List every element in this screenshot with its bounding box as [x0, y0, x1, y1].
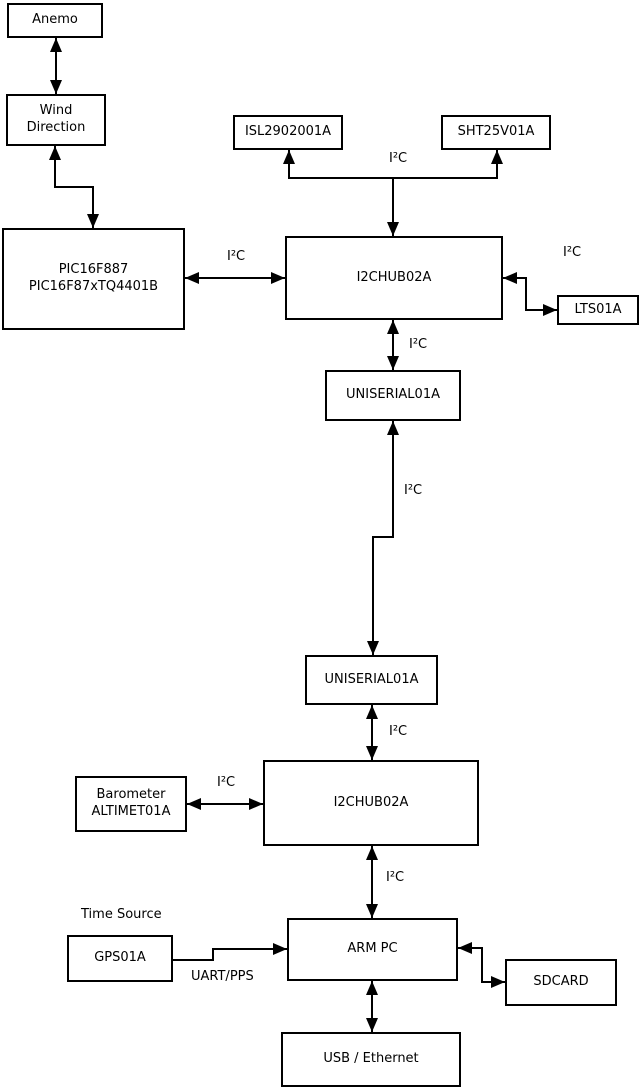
- node-uniserial-lower: UNISERIAL01A: [305, 655, 438, 705]
- label-i2c-uniserial-hub-lower: I²C: [389, 724, 408, 739]
- edge-bus-isl: [283, 150, 393, 179]
- node-sdcard: SDCARD: [505, 959, 617, 1006]
- node-pic-line: PIC16F887: [58, 262, 129, 278]
- node-label: Anemo: [32, 12, 78, 29]
- node-isl-line: ISL2902001A: [244, 124, 332, 140]
- edge-winddirection-pic: [49, 146, 99, 228]
- node-wind-direction-line: Direction: [26, 120, 86, 135]
- node-i2chub-bottom: I2CHUB02A: [263, 760, 479, 846]
- node-label: ARM PC: [347, 941, 397, 958]
- label-i2c-pic-link: I²C: [227, 249, 246, 264]
- node-i2chub-top-line: I2CHUB02A: [356, 269, 432, 285]
- node-label: LTS01A: [574, 302, 621, 319]
- label-i2c-hub-uniserial-upper: I²C: [409, 337, 428, 352]
- node-barometer-line: Barometer: [96, 787, 166, 803]
- label-i2c-uniserial-link: I²C: [404, 483, 423, 498]
- node-wind-direction-line: Wind: [39, 103, 73, 119]
- node-sdcard-line: SDCARD: [533, 974, 589, 990]
- node-isl: ISL2902001A: [233, 115, 343, 150]
- label-i2c-barometer-link: I²C: [217, 775, 236, 790]
- node-anemo: Anemo: [7, 3, 103, 38]
- label-time-source: Time Source: [81, 907, 162, 922]
- node-label: USB / Ethernet: [323, 1051, 418, 1068]
- edge-bus-sht: [393, 150, 503, 179]
- node-anemo-line: Anemo: [32, 12, 78, 28]
- node-label: UNISERIAL01A: [325, 672, 419, 689]
- node-label: I2CHUB02A: [334, 795, 409, 812]
- node-i2chub-bottom-line: I2CHUB02A: [333, 794, 409, 810]
- node-gps: GPS01A: [67, 935, 173, 982]
- edge-uniserialupper-uniseriallower: [367, 421, 399, 655]
- node-label: SHT25V01A: [458, 124, 535, 141]
- edge-gps-armpc: [173, 943, 287, 961]
- node-label: GPS01A: [94, 950, 146, 967]
- label-i2c-sensor-bus: I²C: [389, 151, 408, 166]
- node-label: UNISERIAL01A: [346, 387, 440, 404]
- label-i2c-lts-link: I²C: [563, 245, 582, 260]
- node-arm-pc: ARM PC: [287, 918, 458, 981]
- node-sht-line: SHT25V01A: [457, 124, 535, 140]
- node-label: ISL2902001A: [245, 124, 331, 141]
- node-usb-ethernet-line: USB / Ethernet: [323, 1051, 419, 1067]
- node-label: SDCARD: [533, 974, 588, 991]
- node-lts: LTS01A: [557, 295, 639, 325]
- node-uniserial-upper: UNISERIAL01A: [325, 370, 461, 421]
- label-uart-pps: UART/PPS: [191, 969, 254, 984]
- node-label: I2CHUB02A: [357, 270, 432, 287]
- node-sht: SHT25V01A: [441, 115, 551, 150]
- edge-armpc-sdcard: [458, 942, 505, 988]
- edge-i2chubtop-lts: [503, 272, 557, 316]
- node-uniserial-upper-line: UNISERIAL01A: [346, 387, 440, 403]
- node-pic-line: PIC16F87xTQ4401B: [28, 279, 159, 294]
- node-arm-pc-line: ARM PC: [347, 941, 398, 957]
- label-i2c-hub-armpc: I²C: [386, 870, 405, 885]
- node-barometer-line: ALTIMET01A: [91, 804, 171, 819]
- node-lts-line: LTS01A: [574, 301, 622, 317]
- node-usb-ethernet: USB / Ethernet: [281, 1032, 461, 1087]
- node-uniserial-lower-line: UNISERIAL01A: [324, 671, 419, 687]
- node-i2chub-top: I2CHUB02A: [285, 236, 503, 320]
- node-gps-line: GPS01A: [94, 950, 146, 966]
